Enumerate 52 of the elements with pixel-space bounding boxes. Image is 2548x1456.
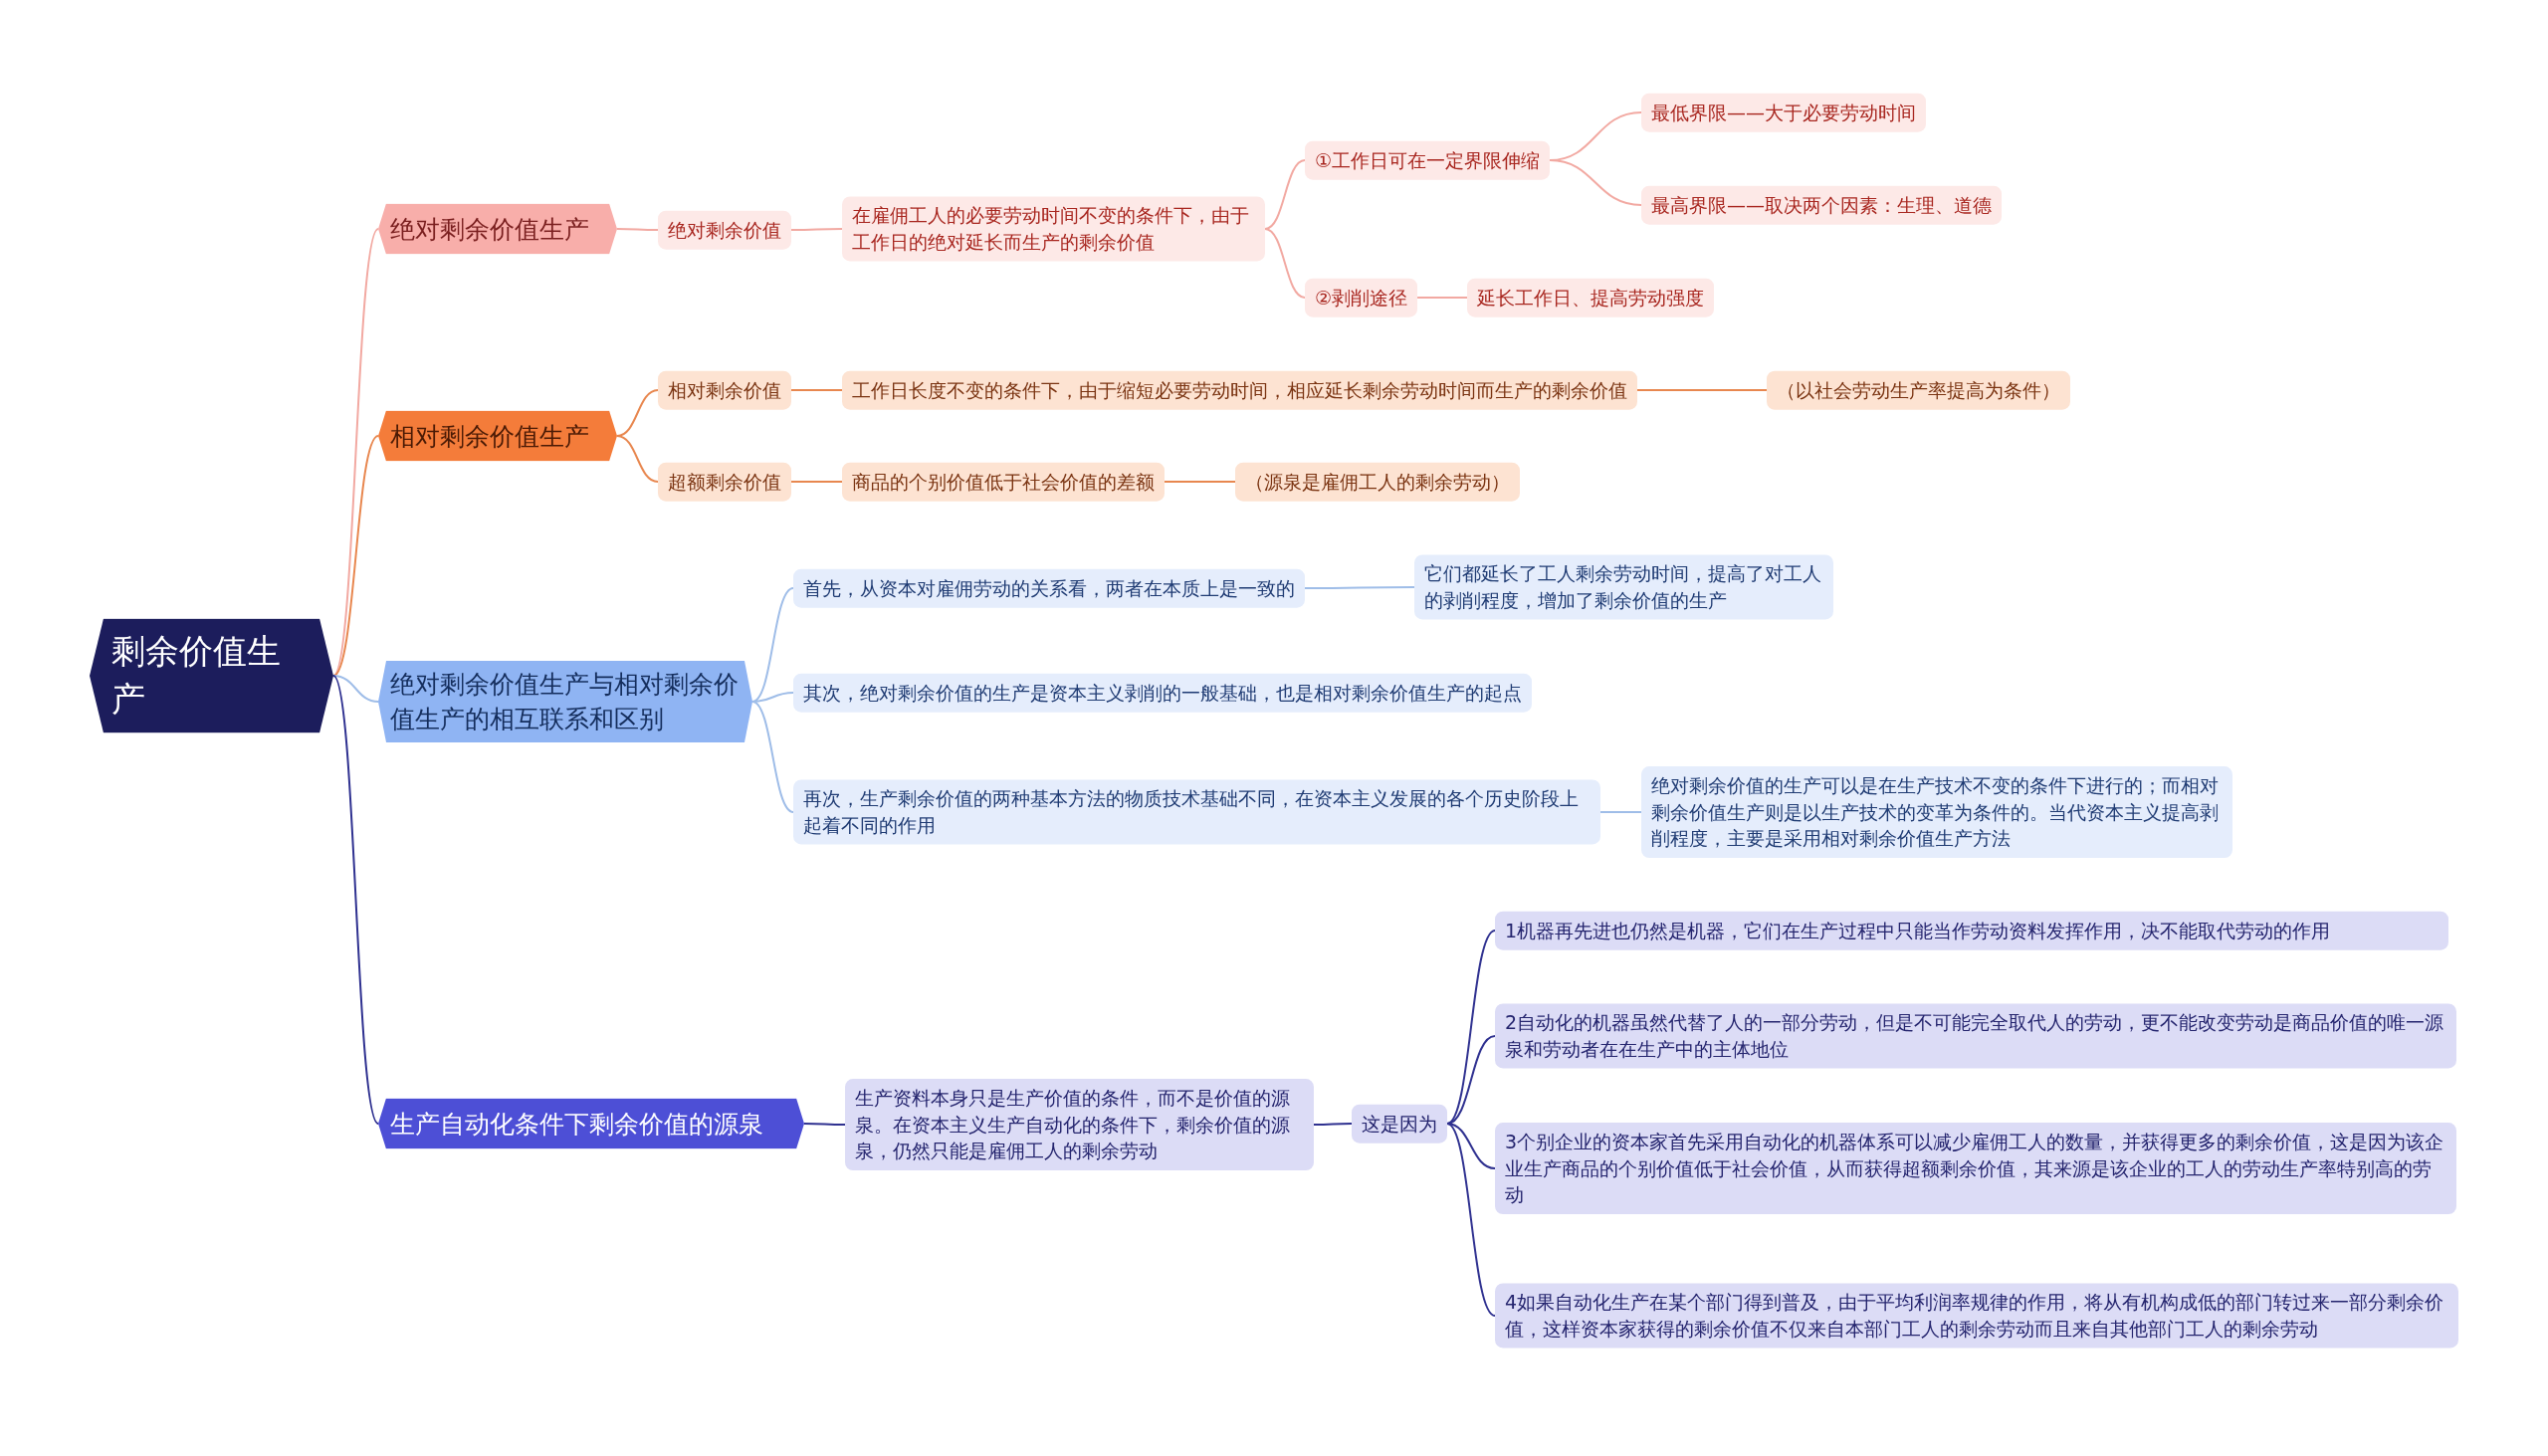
subtopic: （以社会劳动生产率提高为条件） <box>1767 370 2070 410</box>
connector-line <box>1304 586 1415 589</box>
connector-line <box>1416 297 1468 299</box>
subtopic: 商品的个别价值低于社会价值的差额 <box>842 462 1165 502</box>
subtopic: 4如果自动化生产在某个部门得到普及，由于平均利润率规律的作用，将从有机构成低的部门转过来一部分剩余价值，这样资本家获得的剩余价值不仅来自本部门工人的剩余劳动而且来自其他部门工人的剩余劳动 <box>1495 1283 2458 1349</box>
connector-line <box>1446 1123 1496 1317</box>
connector-line <box>1549 159 1642 206</box>
connector-line <box>332 675 379 703</box>
subtopic: 在雇佣工人的必要劳动时间不变的条件下，由于工作日的绝对延长而生产的剩余价值 <box>842 196 1265 262</box>
subtopic: 工作日长度不变的条件下，由于缩短必要劳动时间，相应延长剩余劳动时间而生产的剩余价值 <box>842 370 1637 410</box>
connector-line <box>1446 1035 1496 1125</box>
subtopic: 再次，生产剩余价值的两种基本方法的物质技术基础不同，在资本主义发展的各个历史阶段上起着不同的作用 <box>793 779 1600 845</box>
subtopic: 延长工作日、提高劳动强度 <box>1467 278 1714 317</box>
connector-line <box>332 435 379 677</box>
connector-line <box>751 701 794 813</box>
subtopic: ①工作日可在一定界限伸缩 <box>1305 140 1551 180</box>
subtopic: 1机器再先进也仍然是机器，它们在生产过程中只能当作劳动资料发挥作用，决不能取代劳动的作用 <box>1495 911 2448 950</box>
branch-topic: 绝对剩余价值生产与相对剩余价值生产的相互联系和区别 <box>378 661 752 742</box>
connector-line <box>790 389 843 391</box>
connector-line <box>1264 159 1306 230</box>
subtopic: 超额剩余价值 <box>658 462 791 502</box>
connector-line <box>1446 1123 1496 1169</box>
subtopic: 相对剩余价值 <box>658 370 791 410</box>
subtopic: 最低界限——大于必要劳动时间 <box>1641 93 1926 132</box>
subtopic: 绝对剩余价值的生产可以是在生产技术不变的条件下进行的；而相对剩余价值生产则是以生产技术的变革为条件的。当代资本主义提高剥削程度，主要是采用相对剩余价值生产方法 <box>1641 766 2232 858</box>
connector-line <box>790 481 843 483</box>
connector-line <box>616 228 659 231</box>
subtopic: ②剥削途径 <box>1305 278 1418 317</box>
connector-line <box>1636 389 1768 391</box>
subtopic: 3个别企业的资本家首先采用自动化的机器体系可以减少雇佣工人的数量，并获得更多的剩余价值，这是因为该企业生产商品的个别价值低于社会价值，从而获得超额剩余价值，其来源是该企业的工人的劳动生产率特别高的劳动 <box>1495 1123 2456 1214</box>
subtopic: 2自动化的机器虽然代替了人的一部分劳动，但是不可能完全取代人的劳动，更不能改变劳动是商品价值的唯一源泉和劳动者在在生产中的主体地位 <box>1495 1003 2456 1069</box>
subtopic: 它们都延长了工人剩余劳动时间，提高了对工人的剥削程度，增加了剩余价值的生产 <box>1414 554 1833 620</box>
subtopic: 这是因为 <box>1352 1104 1447 1144</box>
connector-line <box>751 587 794 703</box>
subtopic: 最高界限——取决两个因素：生理、道德 <box>1641 185 2002 225</box>
subtopic: （源泉是雇佣工人的剩余劳动） <box>1235 462 1520 502</box>
subtopic: 生产资料本身只是生产价值的条件，而不是价值的源泉。在资本主义生产自动化的条件下，剩余价值的源泉，仍然只能是雇佣工人的剩余劳动 <box>845 1079 1314 1170</box>
subtopic: 首先，从资本对雇佣劳动的关系看，两者在本质上是一致的 <box>793 568 1305 608</box>
connector-line <box>790 228 843 231</box>
root-topic: 剩余价值生产 <box>90 618 333 733</box>
connector-line <box>803 1123 846 1126</box>
branch-topic: 生产自动化条件下剩余价值的源泉 <box>378 1098 804 1149</box>
subtopic: 绝对剩余价值 <box>658 210 791 250</box>
connector-line <box>1599 811 1642 813</box>
connector-line <box>332 675 379 1125</box>
connector-line <box>1264 228 1306 299</box>
connector-line <box>1164 481 1236 483</box>
subtopic: 其次，绝对剩余价值的生产是资本主义剥削的一般基础，也是相对剩余价值生产的起点 <box>793 673 1532 713</box>
branch-topic: 绝对剩余价值生产 <box>378 203 617 255</box>
connector-line <box>616 435 659 483</box>
connector-line <box>1313 1123 1353 1126</box>
branch-topic: 相对剩余价值生产 <box>378 410 617 462</box>
